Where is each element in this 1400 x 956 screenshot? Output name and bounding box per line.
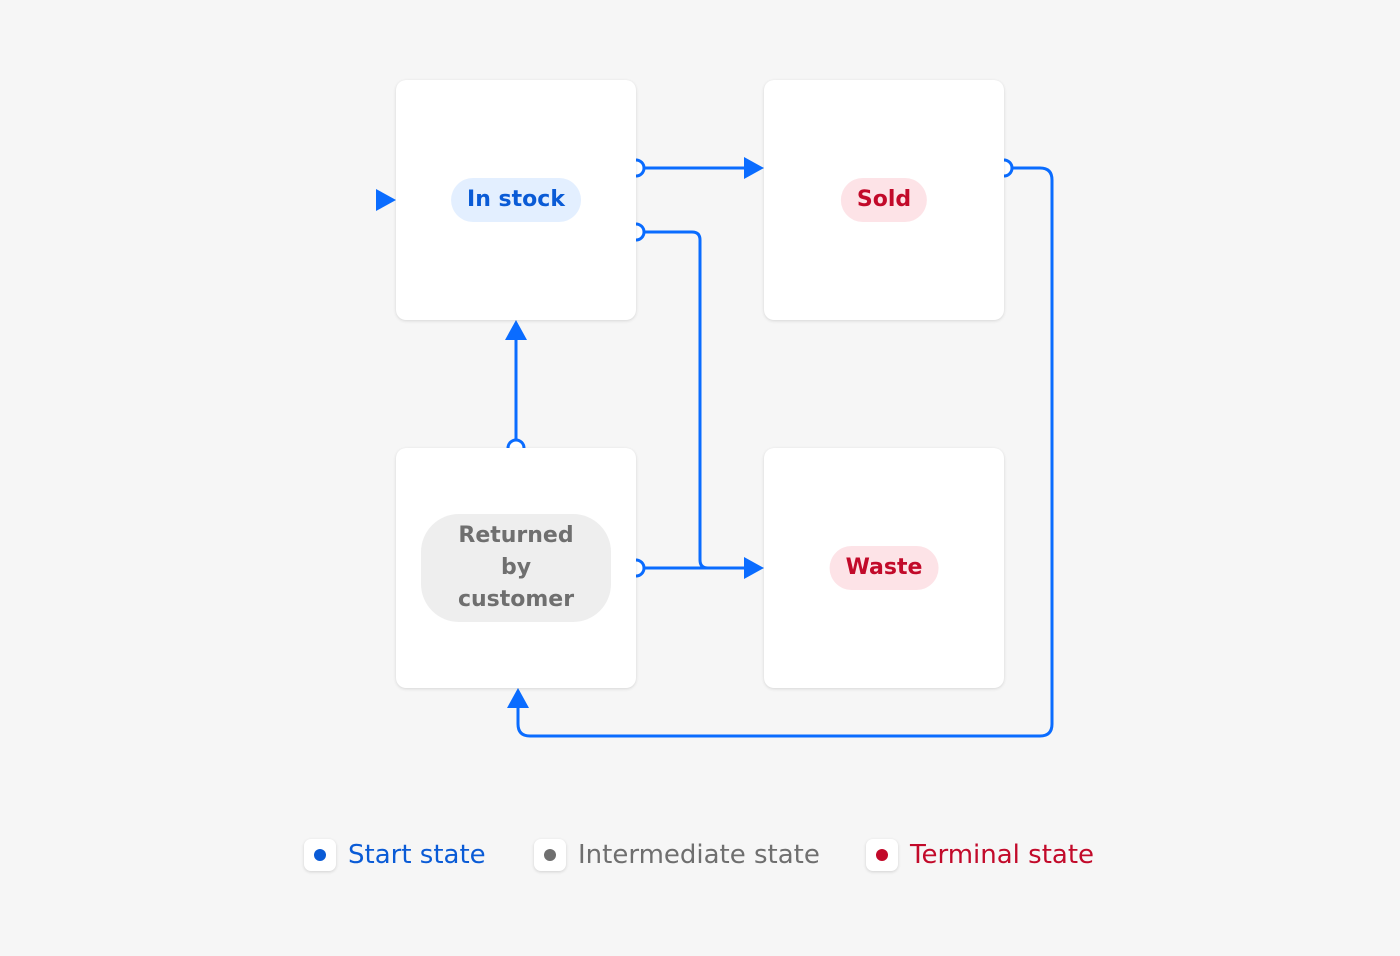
state-card-returned-by-customer: Returned by customer: [396, 448, 636, 688]
legend-label-terminal: Terminal state: [910, 840, 1095, 870]
legend-label-start: Start state: [348, 840, 486, 870]
legend-item-start-state: Start state: [304, 834, 486, 876]
legend-item-terminal-state: Terminal state: [866, 834, 1094, 876]
legend-swatch-terminal: [866, 839, 898, 871]
entry-arrow: [262, 189, 396, 211]
state-card-in-stock: In stock: [396, 80, 636, 320]
start-dot-icon: [314, 849, 326, 861]
state-label-in-stock: In stock: [451, 178, 581, 222]
intermediate-dot-icon: [544, 849, 556, 861]
legend-swatch-intermediate: [534, 839, 566, 871]
state-card-sold: Sold: [764, 80, 1004, 320]
legend-label-intermediate: Intermediate state: [578, 840, 820, 870]
state-label-sold: Sold: [840, 178, 928, 222]
terminal-dot-icon: [876, 849, 888, 861]
state-label-waste: Waste: [829, 546, 939, 590]
arrow-in-stock-to-sold: [626, 157, 764, 179]
state-card-waste: Waste: [764, 448, 1004, 688]
arrow-returned-to-in-stock: [505, 320, 527, 458]
legend-swatch-start: [304, 839, 336, 871]
legend: Start state Intermediate state Terminal …: [0, 834, 1400, 876]
arrow-in-stock-to-waste: [626, 222, 746, 570]
state-label-returned-by-customer: Returned by customer: [421, 514, 611, 622]
legend-item-intermediate-state: Intermediate state: [534, 834, 820, 876]
arrow-returned-to-waste: [626, 557, 764, 579]
